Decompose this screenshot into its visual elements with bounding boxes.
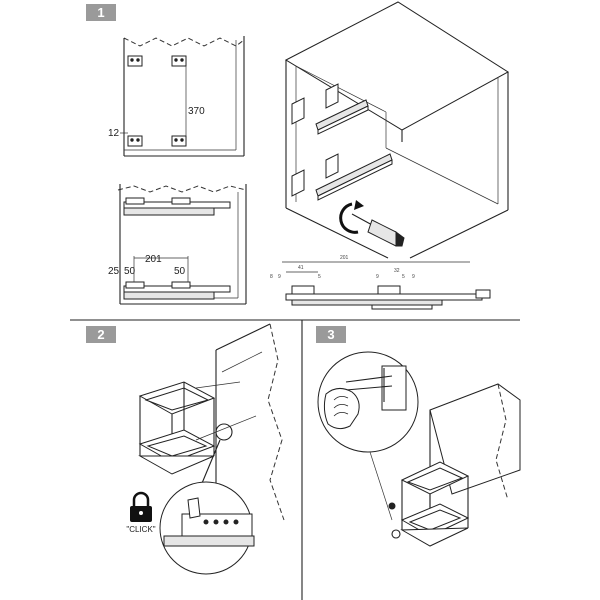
step-2-badge: 2 (86, 326, 116, 343)
step-1-number: 1 (97, 5, 104, 20)
step-3-number: 3 (327, 327, 334, 342)
cabinet-side-step3 (429, 383, 521, 540)
screwdriver-icon (351, 213, 405, 247)
dimension-12: 12 (108, 128, 120, 139)
hand-icon (323, 388, 360, 430)
rotation-arrow-icon (339, 200, 364, 234)
dimension-25: 25 (108, 266, 120, 277)
runner-dim-8: 8 (270, 274, 273, 280)
pull-out-basket-step3 (388, 461, 470, 547)
runner-dim-41: 41 (298, 265, 304, 271)
runner-dim-32: 32 (394, 268, 400, 274)
runner-dimension-drawing: 201 41 9 5 9 32 5 8 9 (270, 255, 491, 310)
padlock-icon (130, 491, 152, 522)
pull-out-basket-step2 (138, 381, 257, 475)
dimension-50-left: 50 (124, 266, 136, 277)
dimension-50-right: 50 (174, 266, 186, 277)
step-1-badge: 1 (86, 4, 116, 21)
cabinet-isometric (284, 1, 509, 259)
magnifier-circle-step2 (159, 423, 255, 575)
runner-dim-9a: 9 (278, 274, 281, 280)
click-label: "CLICK" (126, 525, 155, 534)
step-3-badge: 3 (316, 326, 346, 343)
runner-dim-9c: 9 (412, 274, 415, 280)
runner-dim-201: 201 (340, 255, 349, 261)
dimension-201: 201 (145, 254, 162, 265)
side-panel-top-view: 370 12 (108, 36, 245, 157)
dimension-370: 370 (188, 106, 205, 117)
step-2-number: 2 (97, 327, 104, 342)
side-panel-runner-view: 201 25 50 50 (108, 184, 247, 305)
runner-dim-5b: 5 (402, 274, 405, 280)
runner-dim-5a: 5 (318, 274, 321, 280)
runner-dim-9b: 9 (376, 274, 379, 280)
